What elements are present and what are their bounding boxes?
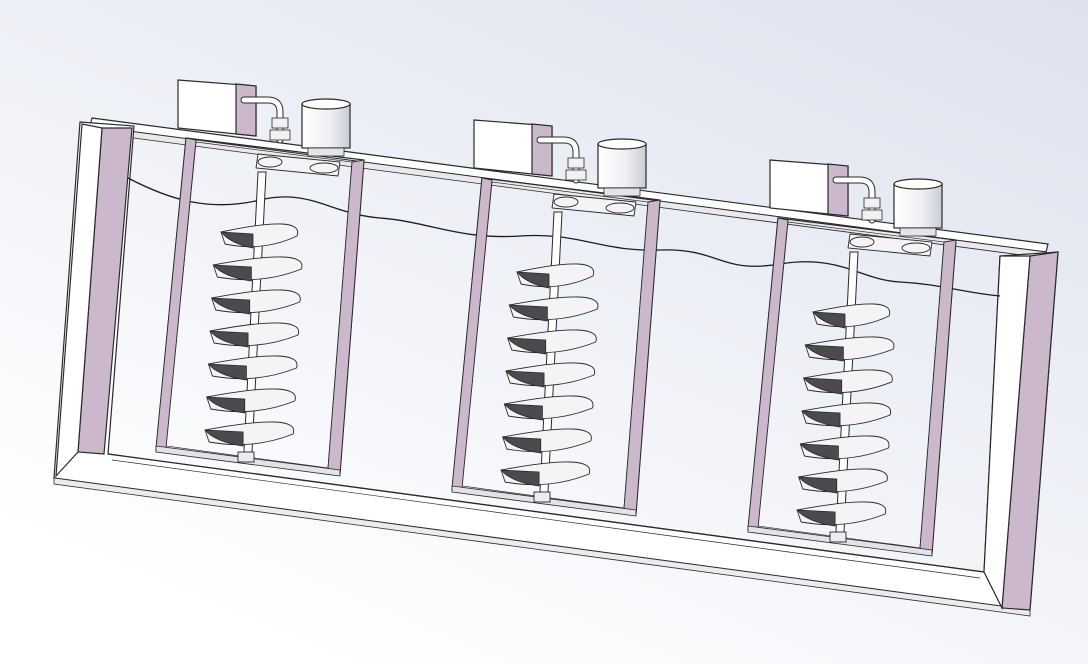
water-surface-line xyxy=(127,177,1001,297)
motor-top xyxy=(893,178,943,190)
gearbox-side xyxy=(235,83,257,137)
gearbox-side xyxy=(827,163,849,217)
pipe-elbow-fill xyxy=(537,137,579,183)
auger-blade-shadow xyxy=(516,271,550,289)
auger-blade-shadow xyxy=(799,443,839,461)
pipe-flange xyxy=(861,209,883,221)
pulley-left xyxy=(553,196,579,208)
pulley-left xyxy=(257,156,283,168)
auger-blade-shadow xyxy=(506,337,547,355)
auger-blade-shadow xyxy=(797,476,838,494)
agitator-units xyxy=(155,79,957,557)
auger-blade-shadow xyxy=(210,297,251,315)
auger-blade-shadow xyxy=(501,436,542,454)
bottom-plate-edge xyxy=(53,477,1031,617)
pulley-left xyxy=(849,236,875,248)
water-line xyxy=(127,177,1001,297)
auger-blade-shadow xyxy=(804,344,844,362)
auger-blade-shadow xyxy=(204,429,244,447)
gearbox-side xyxy=(531,123,553,177)
pipe-flange xyxy=(565,169,587,181)
drive-plate xyxy=(847,233,933,257)
drive-plate xyxy=(551,193,637,217)
agitator-unit-3 xyxy=(747,159,957,557)
auger-blade-shadow xyxy=(503,403,543,421)
motor-body xyxy=(597,143,647,189)
motor-base xyxy=(307,147,345,157)
shaft-foot xyxy=(829,531,847,543)
right-post-face xyxy=(983,255,1031,611)
pulley-right xyxy=(309,162,339,174)
pulley-right xyxy=(605,202,635,214)
auger-blade-shadow xyxy=(508,304,548,322)
auger-blade-shadow xyxy=(500,469,540,487)
pipe-coupling xyxy=(567,157,585,169)
auger-blade-shadow xyxy=(505,370,545,388)
shaft-foot xyxy=(533,491,551,503)
left-post-face xyxy=(55,123,103,478)
motor-body xyxy=(893,183,943,229)
agitator-unit-2 xyxy=(451,119,661,517)
auger-blade-shadow xyxy=(801,410,841,428)
auger-blade-shadow xyxy=(209,330,249,348)
pipe-elbow-fill xyxy=(833,177,875,223)
pipe-coupling xyxy=(271,117,289,129)
auger-blade-shadow xyxy=(796,509,836,527)
pipe-elbow-fill xyxy=(241,97,283,143)
motor-top xyxy=(301,98,351,110)
pipe-flange xyxy=(269,129,291,141)
auger-blade-shadow xyxy=(802,377,843,395)
pipe-coupling xyxy=(863,197,881,209)
agitator-unit-1 xyxy=(155,79,365,477)
motor-base xyxy=(899,227,937,237)
pulley-right xyxy=(901,242,931,254)
motor-body xyxy=(301,103,351,149)
auger-blade-shadow xyxy=(220,231,254,249)
shaft-foot xyxy=(237,451,255,463)
tank-inner-bottom xyxy=(107,453,985,573)
auger-blade-shadow xyxy=(212,264,252,282)
auger-blade-shadow xyxy=(205,396,246,414)
tank-inner-bottom-shadow xyxy=(111,459,981,579)
auger-blade-shadow xyxy=(207,363,247,381)
drive-plate xyxy=(255,153,341,177)
motor-top xyxy=(597,138,647,150)
auger-blade-shadow xyxy=(812,311,846,329)
motor-base xyxy=(603,187,641,197)
